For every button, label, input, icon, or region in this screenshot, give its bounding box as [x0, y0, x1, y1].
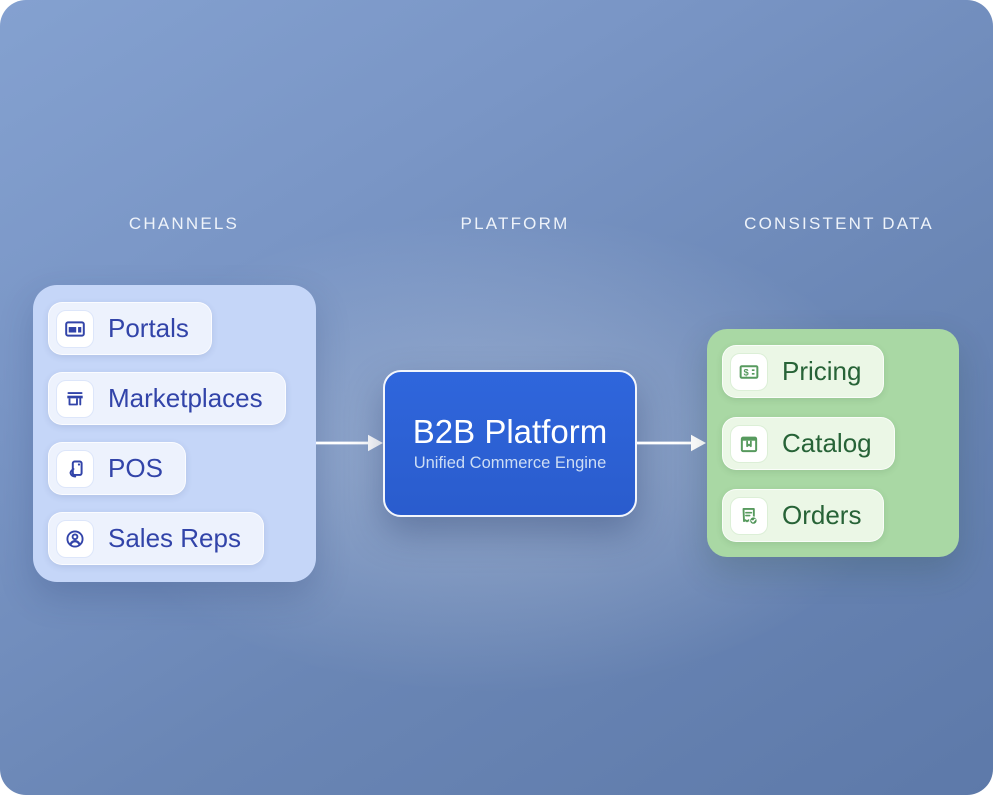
consistent-data-column-label: CONSISTENT DATA [744, 214, 934, 233]
channels-panel: Portals Marketplaces POS [33, 285, 316, 582]
platform-title: B2B Platform [412, 413, 608, 451]
channels-column-label: CHANNELS [128, 214, 240, 233]
product-box-icon [730, 424, 768, 463]
data-item-label: Catalog [782, 428, 872, 458]
data-item-catalog: Catalog [722, 417, 895, 470]
channel-item-label: Marketplaces [108, 383, 263, 413]
platform-column-label: PLATFORM [460, 214, 570, 233]
price-banknote-icon: $ [730, 352, 768, 391]
order-receipt-check-icon [730, 496, 768, 535]
data-item-label: Pricing [782, 356, 862, 386]
user-circle-icon [56, 519, 94, 558]
channel-item-sales-reps: Sales Reps [48, 512, 264, 565]
channel-item-label: Portals [108, 313, 189, 343]
storefront-icon [56, 379, 94, 418]
arrow-platform-to-data [637, 434, 706, 452]
channel-item-pos: POS [48, 442, 186, 495]
browser-window-icon [56, 309, 94, 348]
channel-item-portals: Portals [48, 302, 212, 355]
platform-subtitle: Unified Commerce Engine [413, 454, 607, 473]
data-item-pricing: $ Pricing [722, 345, 885, 398]
mobile-pos-icon [56, 449, 94, 488]
svg-text:$: $ [744, 367, 750, 377]
channel-item-label: Sales Reps [108, 523, 241, 553]
data-item-label: Orders [782, 500, 862, 530]
arrow-channels-to-platform [316, 434, 383, 452]
data-item-orders: Orders [722, 489, 885, 542]
channel-item-label: POS [108, 453, 163, 483]
channel-item-marketplaces: Marketplaces [48, 372, 286, 425]
consistent-data-panel: $ Pricing Catalog [707, 329, 959, 557]
b2b-platform-box: B2B Platform Unified Commerce Engine [383, 370, 637, 517]
